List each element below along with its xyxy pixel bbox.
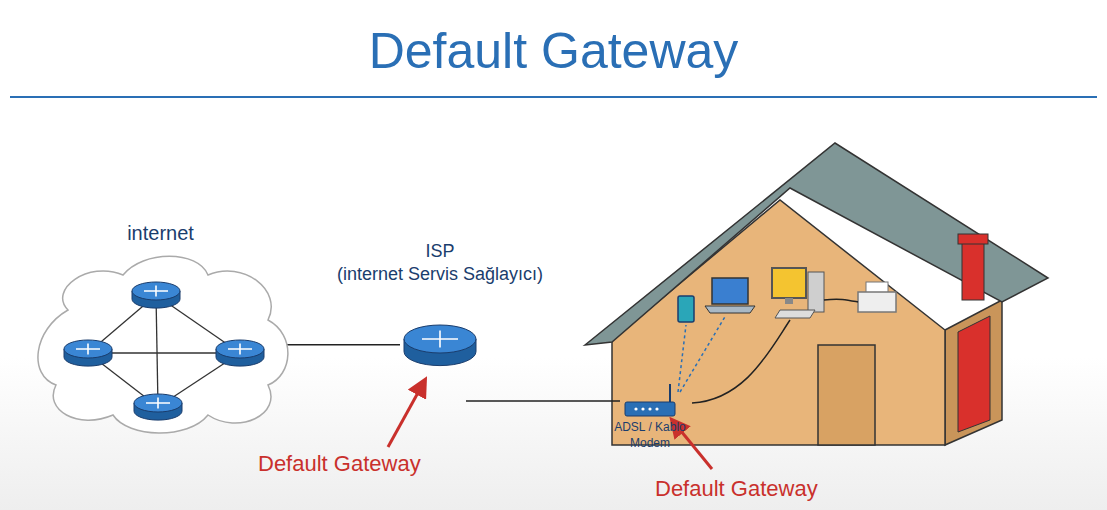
callout-label: Default Gateway bbox=[258, 451, 421, 477]
node-label: ADSL / Kablo Modem bbox=[608, 420, 692, 451]
node-label: internet bbox=[24, 220, 297, 246]
network-link bbox=[279, 344, 400, 346]
title: Default Gateway bbox=[0, 22, 1107, 80]
title-rule bbox=[10, 96, 1097, 98]
house bbox=[585, 143, 1048, 445]
leader-arrow bbox=[388, 380, 425, 447]
router-symbol bbox=[286, 323, 594, 367]
node-label: ISP bbox=[286, 240, 594, 263]
cloud-network bbox=[24, 250, 297, 435]
network-node: ADSL / Kablo Modem bbox=[598, 382, 702, 451]
devices bbox=[678, 268, 896, 403]
network-node: internet bbox=[24, 220, 297, 435]
network-link bbox=[466, 400, 620, 402]
node-label: (internet Servis Sağlayıcı) bbox=[286, 263, 594, 286]
network-node: ISP(internet Servis Sağlayıcı) bbox=[286, 240, 594, 367]
callout-label: Default Gateway bbox=[655, 476, 818, 502]
modem-symbol bbox=[598, 382, 702, 420]
